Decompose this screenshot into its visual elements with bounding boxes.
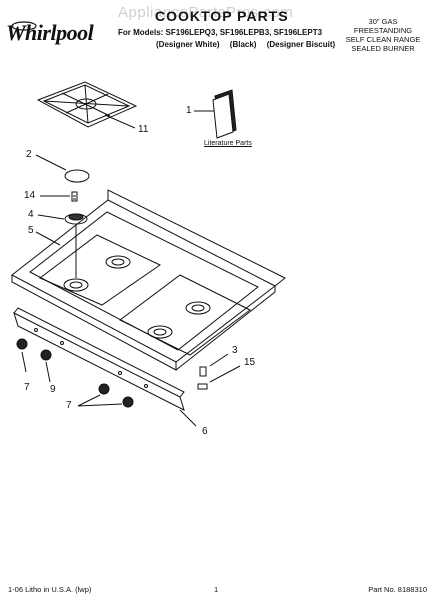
leader-5 xyxy=(35,231,61,246)
burner-base xyxy=(64,213,88,278)
leader-4 xyxy=(37,214,65,220)
model-list: For Models: SF196LEPQ3, SF196LEPB3, SF19… xyxy=(118,28,323,37)
range-type-line-1: 30" GAS FREESTANDING xyxy=(353,17,413,35)
watermark: AppliancePartsPros.com xyxy=(118,4,294,21)
variant-black: (Black) xyxy=(229,40,257,49)
callout-9: 9 xyxy=(50,384,56,395)
range-type-line-2: SELF CLEAN RANGE xyxy=(345,35,421,44)
leader-7a xyxy=(21,351,27,373)
literature-parts xyxy=(212,89,237,139)
callout-2: 2 xyxy=(26,149,32,160)
control-panel xyxy=(13,307,185,411)
callout-7-center: 7 xyxy=(66,400,72,411)
page-number: 1 xyxy=(214,585,219,594)
whirlpool-logo: Whirlpool xyxy=(6,18,118,45)
callout-14: 14 xyxy=(24,190,36,201)
control-knobs xyxy=(16,338,134,408)
callout-11: 11 xyxy=(138,124,149,135)
print-info: 1-06 Litho in U.S.A. (lwp) xyxy=(8,585,92,594)
callout-15: 15 xyxy=(244,357,256,368)
literature-parts-label: Literature Parts xyxy=(204,140,252,147)
burner-grate xyxy=(36,81,138,128)
range-type: 30" GAS FREESTANDING SELF CLEAN RANGE SE… xyxy=(339,17,427,53)
cooktop xyxy=(11,189,286,371)
igniter-switch xyxy=(197,366,208,390)
leader-11 xyxy=(104,114,136,129)
brand-name: Whirlpool xyxy=(6,20,94,45)
part-number: Part No. 8188310 xyxy=(368,585,427,594)
leader-7b xyxy=(77,394,123,407)
callout-6: 6 xyxy=(202,426,208,437)
page-title: COOKTOP PARTS xyxy=(155,8,289,24)
burner-cap xyxy=(64,169,90,183)
callout-3: 3 xyxy=(232,345,238,356)
leader-6 xyxy=(179,409,197,427)
color-variants: (Designer White) (Black) (Designer Biscu… xyxy=(156,40,343,49)
whirlpool-logo-swoosh xyxy=(11,21,37,31)
variant-biscuit: (Designer Biscuit) xyxy=(266,40,336,49)
range-type-line-3: SEALED BURNER xyxy=(351,44,415,53)
screw xyxy=(71,191,78,202)
callout-5: 5 xyxy=(28,225,34,236)
leader-9 xyxy=(45,361,51,383)
leader-15 xyxy=(209,365,241,383)
leader-3 xyxy=(209,353,229,367)
variant-white: (Designer White) xyxy=(156,40,220,49)
callout-7-left: 7 xyxy=(24,382,30,393)
callout-4: 4 xyxy=(28,209,34,220)
leader-2 xyxy=(35,154,67,171)
callout-1: 1 xyxy=(186,105,192,116)
